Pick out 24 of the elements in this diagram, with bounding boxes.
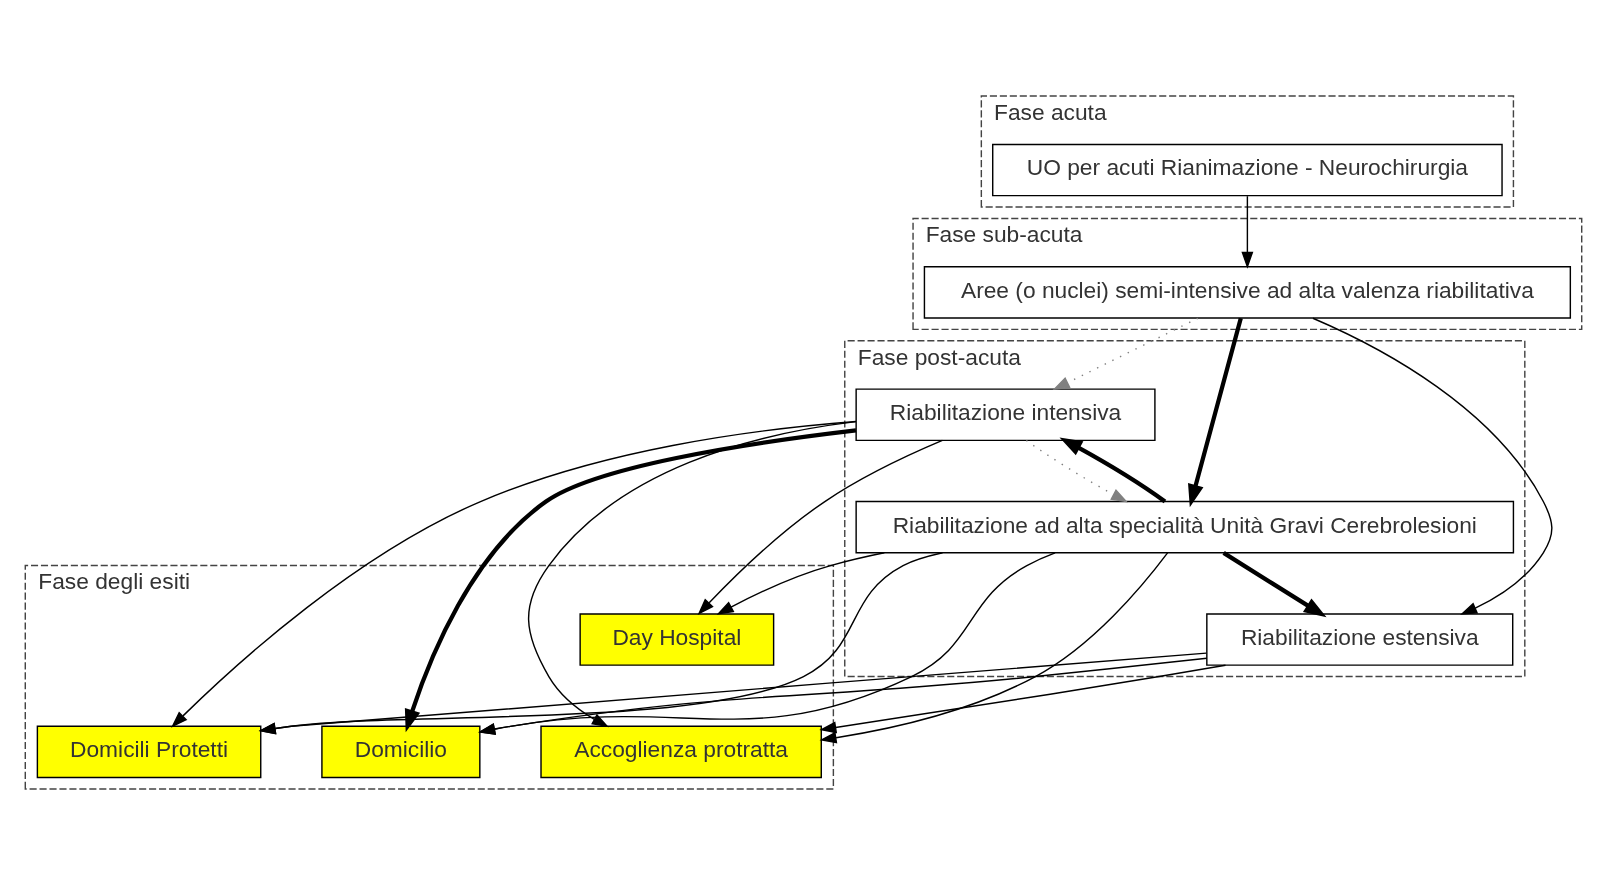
- arrow: [1222, 551, 1327, 618]
- node-box: Day Hospital: [579, 613, 775, 666]
- arrow: [478, 657, 1208, 735]
- node-box: UO per acuti Rianimazione - Neurochirurgia: [992, 143, 1503, 197]
- arrow: [258, 552, 944, 735]
- arrow: [527, 420, 857, 728]
- node-box: Domicilio: [321, 725, 481, 779]
- arrow: [716, 552, 886, 615]
- arrow: [819, 552, 1169, 744]
- arrow: [1025, 439, 1129, 503]
- node-box: Riabilitazione estensiva: [1206, 613, 1514, 666]
- arrow: [1241, 195, 1254, 269]
- node-box: Accoglienza protratta: [540, 725, 822, 779]
- arrow: [171, 420, 857, 728]
- arrow: [478, 552, 1056, 735]
- arrow: [819, 664, 1227, 734]
- node-box: Riabilitazione intensiva: [855, 388, 1156, 442]
- node-box: Domicili Protetti: [36, 725, 262, 779]
- node-box: Riabilitazione ad alta specialità Unità Gravi Cerebrolesioni: [855, 500, 1515, 554]
- arrow: [1059, 437, 1167, 504]
- node-box: Aree (o nuclei) semi-intensive ad alta valenza riabilitativa: [923, 266, 1572, 319]
- arrow: [404, 428, 857, 733]
- arrow: [697, 439, 944, 616]
- arrow: [258, 652, 1208, 735]
